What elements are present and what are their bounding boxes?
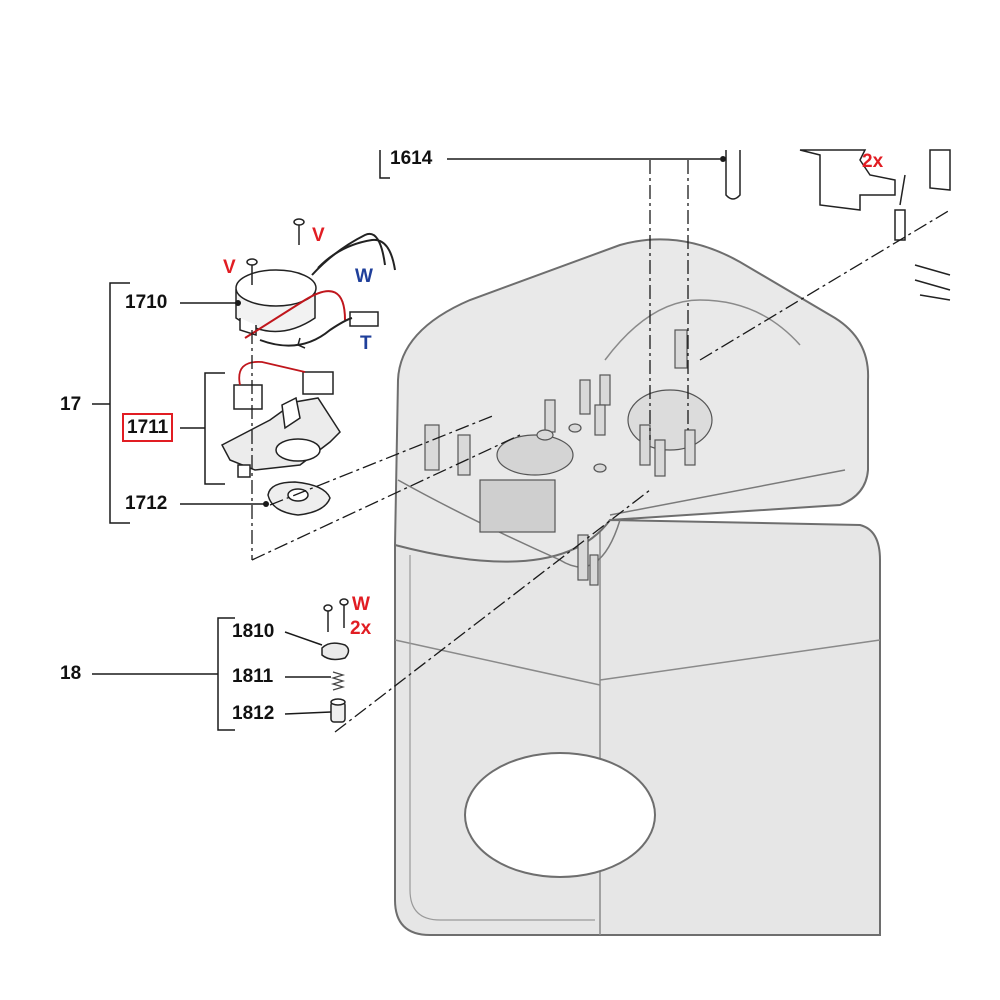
leader-dot-1710 — [235, 300, 241, 306]
spring-1811 — [330, 671, 346, 691]
part-label-1614: 1614 — [390, 148, 433, 169]
letter-label-t-connector: T — [360, 333, 372, 354]
part-label-1712: 1712 — [125, 493, 168, 514]
leader-lines — [92, 150, 720, 731]
letter-label-v-left: V — [223, 257, 236, 278]
letter-label-w-motor: W — [355, 266, 373, 287]
part-label-17: 17 — [60, 394, 82, 415]
screw-v-left — [246, 258, 258, 285]
letter-label-w-screws: W — [352, 594, 370, 615]
part-label-1810: 1810 — [232, 621, 275, 642]
quantity-label-2x-screws: 2x — [350, 618, 372, 639]
plunger-1812 — [330, 698, 346, 723]
housing-top-cover — [393, 238, 870, 568]
housing-body — [394, 518, 881, 936]
part-label-18: 18 — [60, 663, 82, 684]
part-label-1711-highlighted: 1711 — [121, 413, 174, 442]
screw-v-top — [293, 218, 305, 245]
rod-part-1614 — [725, 150, 741, 200]
switch-bracket-1711 — [220, 361, 341, 478]
housing-internal-features — [424, 329, 713, 586]
part-label-1710: 1710 — [125, 292, 168, 313]
motor-1710 — [235, 232, 396, 349]
housing-bottom-opening — [464, 752, 656, 878]
leader-dot-1712 — [263, 501, 269, 507]
part-label-1812: 1812 — [232, 703, 275, 724]
coupler-1712 — [267, 481, 331, 516]
top-right-component — [799, 149, 951, 301]
leader-dot-1614 — [720, 156, 726, 162]
quantity-label-2x-topright: 2x — [862, 151, 884, 172]
lever-1810 — [321, 598, 350, 661]
assembly-axis-lines — [251, 160, 951, 733]
part-label-1811: 1811 — [232, 666, 274, 687]
letter-label-v-top: V — [312, 225, 325, 246]
